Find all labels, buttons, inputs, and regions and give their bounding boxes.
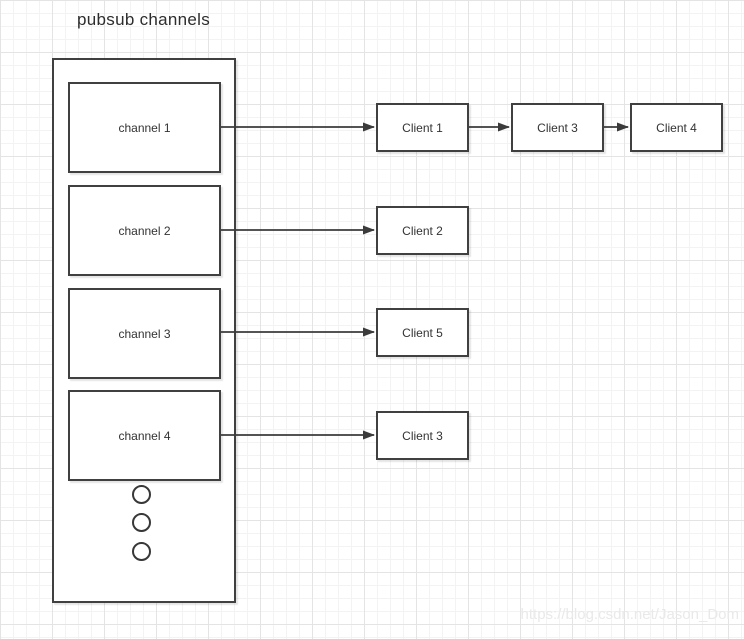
channel-3-node[interactable]: channel 3 — [68, 288, 221, 379]
channel-4-node[interactable]: channel 4 — [68, 390, 221, 481]
ellipsis-dot-3 — [132, 542, 151, 561]
channel-1-node[interactable]: channel 1 — [68, 82, 221, 173]
ellipsis-dot-2 — [132, 513, 151, 532]
ellipsis-dot-1 — [132, 485, 151, 504]
client-1-node[interactable]: Client 1 — [376, 103, 469, 152]
client-3-bottom-node[interactable]: Client 3 — [376, 411, 469, 460]
client-2-node[interactable]: Client 2 — [376, 206, 469, 255]
watermark-text: https://blog.csdn.net/Jason_Dom — [520, 606, 739, 623]
client-4-node[interactable]: Client 4 — [630, 103, 723, 152]
client-5-node[interactable]: Client 5 — [376, 308, 469, 357]
client-3-node[interactable]: Client 3 — [511, 103, 604, 152]
channel-2-node[interactable]: channel 2 — [68, 185, 221, 276]
diagram-title: pubsub channels — [77, 10, 211, 29]
